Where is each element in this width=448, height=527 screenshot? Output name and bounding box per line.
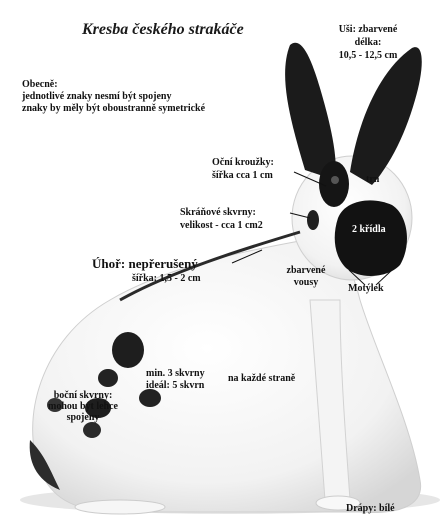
- thorn-label: trn: [366, 174, 379, 185]
- ears-label-1: Uši: zbarvené: [318, 24, 418, 35]
- side-spot-marking: [139, 389, 161, 407]
- side-spots-label-2: mohou být lehce: [28, 401, 138, 412]
- side-spots-label-3: spojeny: [28, 412, 138, 423]
- general-heading: Obecně:: [22, 79, 58, 90]
- right-ear: [350, 47, 422, 185]
- cheek-spot-marking: [307, 210, 319, 230]
- claws-label: Drápy: bílé: [346, 503, 395, 514]
- butterfly-label: Motýlek: [348, 283, 384, 294]
- spots-count-label-2: ideál: 5 skvrn: [146, 380, 204, 391]
- rabbit-body: [33, 239, 421, 513]
- ears-label-3: 10,5 - 12,5 cm: [318, 50, 418, 61]
- wings-label: 2 křídla: [352, 224, 386, 235]
- side-spot-marking: [83, 422, 101, 438]
- spine-label-2: šířka: 1,5 - 2 cm: [132, 273, 201, 284]
- eye-ring-marking: [319, 161, 349, 207]
- general-line-2: znaky by měly být oboustranně symetrické: [22, 103, 205, 114]
- spots-count-label-1: min. 3 skvrny: [146, 368, 205, 379]
- ears-label-2: délka:: [318, 37, 418, 48]
- whiskers-label-2: vousy: [276, 277, 336, 288]
- butterfly-marking: [335, 200, 407, 276]
- cheek-spots-label-1: Skráňové skvrny:: [180, 207, 256, 218]
- side-spots-label-1: boční skvrny:: [28, 390, 138, 401]
- cheek-spots-label-2: velikost - cca 1 cm2: [180, 220, 263, 231]
- spots-count-label-1b: na každé straně: [228, 373, 295, 384]
- diagram-title: Kresba českého strakáče: [82, 21, 244, 39]
- spine-label-1: Úhoř: nepřerušený: [92, 257, 198, 271]
- hind-paw: [75, 500, 165, 514]
- eye: [331, 176, 339, 184]
- eye-rings-label-2: šířka cca 1 cm: [212, 170, 273, 181]
- whiskers-label-1: zbarvené: [276, 265, 336, 276]
- side-spot-marking: [112, 332, 144, 368]
- left-ear: [285, 43, 336, 180]
- general-line-1: jednotlivé znaky nesmí být spojeny: [22, 91, 171, 102]
- side-spot-marking: [98, 369, 118, 387]
- eye-rings-label-1: Oční kroužky:: [212, 157, 274, 168]
